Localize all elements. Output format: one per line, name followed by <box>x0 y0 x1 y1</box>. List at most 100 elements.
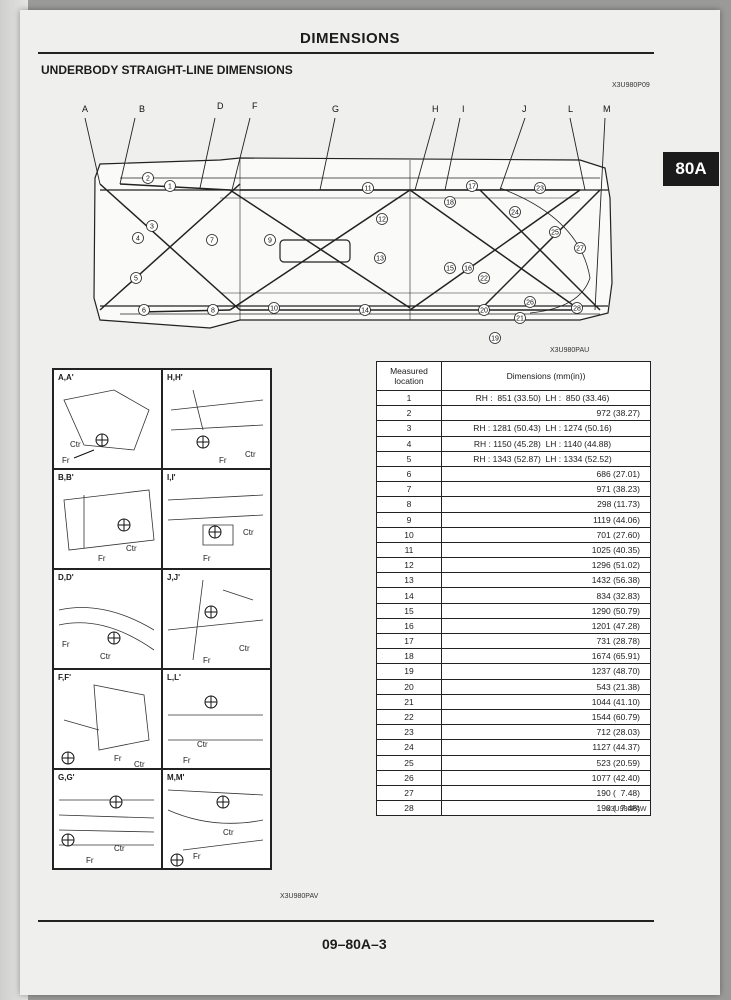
ctr-label: Ctr <box>100 652 111 661</box>
column-header: Dimensions (mm(in)) <box>441 361 651 391</box>
measurement-point-marker <box>359 304 371 316</box>
measurement-point-number: 17 <box>468 184 476 191</box>
title-rule <box>38 52 654 54</box>
detail-view-i: I,I' Ctr Fr <box>162 469 271 569</box>
measurement-point-marker <box>264 234 276 246</box>
figure-code: X3U980P09 <box>612 82 650 89</box>
measurement-point-marker <box>146 220 158 232</box>
dimension-cell: 1025 (40.35) <box>441 541 651 559</box>
location-cell: 10 <box>376 526 442 543</box>
locator-letter: H <box>432 104 439 114</box>
measurement-point-number: 23 <box>536 186 544 193</box>
dimension-cell: 701 (27.60) <box>441 526 651 543</box>
measurement-point-number: 10 <box>270 306 278 313</box>
location-cell: 27 <box>376 784 442 802</box>
location-cell: 1 <box>376 389 442 407</box>
measurement-point-marker <box>514 312 526 324</box>
dimension-cell: RH : 1150 (45.28) LH : 1140 (44.88) <box>441 435 651 452</box>
measurement-point-marker <box>574 242 586 254</box>
dimension-cell: 972 (38.27) <box>441 405 651 422</box>
location-cell: 8 <box>376 496 442 513</box>
fr-label: Fr <box>98 554 106 563</box>
location-cell: 26 <box>376 769 442 786</box>
measurement-point-number: 1 <box>168 184 172 191</box>
dimension-cell: 1044 (41.10) <box>441 693 651 710</box>
fr-label: Fr <box>203 656 211 665</box>
fr-label: Fr <box>114 754 122 763</box>
detail-label: M,M' <box>167 773 185 782</box>
measurement-point-marker <box>362 182 374 194</box>
dimension-cell: 1237 (48.70) <box>441 663 651 680</box>
measurement-point-number: 28 <box>573 306 581 313</box>
dimension-cell: 298 (11.73) <box>441 496 651 513</box>
detail-label: I,I' <box>167 473 176 482</box>
figure-code: X3U980PAU <box>550 347 589 354</box>
locator-letter: J <box>522 104 527 114</box>
measurement-point-number: 6 <box>142 308 146 315</box>
measurement-point-number: 9 <box>268 238 272 245</box>
location-cell: 24 <box>376 739 442 756</box>
dimension-cell: 834 (32.83) <box>441 587 651 604</box>
dimension-cell: 712 (28.03) <box>441 724 651 741</box>
ctr-label: Ctr <box>223 828 234 837</box>
measurement-point-number: 25 <box>551 230 559 237</box>
measurement-point-number: 13 <box>376 256 384 263</box>
fr-label: Fr <box>62 640 70 649</box>
measurement-point-number: 4 <box>136 236 140 243</box>
measurement-point-number: 15 <box>446 266 454 273</box>
dimension-cell: RH : 1281 (50.43) LH : 1274 (50.16) <box>441 420 651 437</box>
measurement-point-marker <box>376 213 388 225</box>
underbody-diagram: A B D F G H I J L M 12345678910111213141… <box>82 101 613 354</box>
location-cell: 2 <box>376 405 442 422</box>
location-cell: 19 <box>376 663 442 680</box>
dimension-cell: 1674 (65.91) <box>441 648 651 665</box>
measurement-point-number: 18 <box>446 200 454 207</box>
dimension-cell: RH : 1343 (52.87) LH : 1334 (52.52) <box>441 450 651 467</box>
location-cell: 9 <box>376 511 442 528</box>
location-cell: 12 <box>376 557 442 574</box>
measurement-point-number: 21 <box>516 316 524 323</box>
dimension-cell: 1127 (44.37) <box>441 739 651 756</box>
measurement-point-marker <box>444 262 456 274</box>
dimension-cell: 1296 (51.02) <box>441 557 651 574</box>
fr-label: Fr <box>183 756 191 765</box>
dimension-cell: 686 (27.01) <box>441 465 651 483</box>
measurement-point-number: 20 <box>480 308 488 315</box>
detail-view-l: L,L' Ctr Fr <box>162 669 271 769</box>
measurement-point-number: 24 <box>511 210 519 217</box>
dimension-cell: RH : 851 (33.50) LH : 850 (33.46) <box>441 389 651 407</box>
fr-label: Fr <box>203 554 211 563</box>
detail-views: A,A' Ctr Fr H,H' Ctr Fr B,B' Ctr Fr I,I'… <box>52 368 272 870</box>
location-cell: 6 <box>376 465 442 483</box>
measurement-point-marker <box>207 304 219 316</box>
measurement-point-marker <box>478 304 490 316</box>
measurement-point-number: 14 <box>361 308 369 315</box>
dimension-cell: 1432 (56.38) <box>441 572 651 589</box>
fr-label: Fr <box>219 456 227 465</box>
dimension-cell: 971 (38.23) <box>441 481 651 498</box>
measurement-point-marker <box>268 302 280 314</box>
location-cell: 20 <box>376 678 442 695</box>
detail-view-a: A,A' Ctr Fr <box>53 369 162 469</box>
measurement-point-number: 5 <box>134 276 138 283</box>
footer-rule <box>38 920 654 922</box>
detail-view-b: B,B' Ctr Fr <box>53 469 162 569</box>
location-cell: 15 <box>376 602 442 619</box>
detail-view-h: H,H' Ctr Fr <box>162 369 271 469</box>
measurement-point-number: 8 <box>211 308 215 315</box>
measurement-point-number: 2 <box>146 176 150 183</box>
measurement-point-number: 22 <box>480 276 488 283</box>
